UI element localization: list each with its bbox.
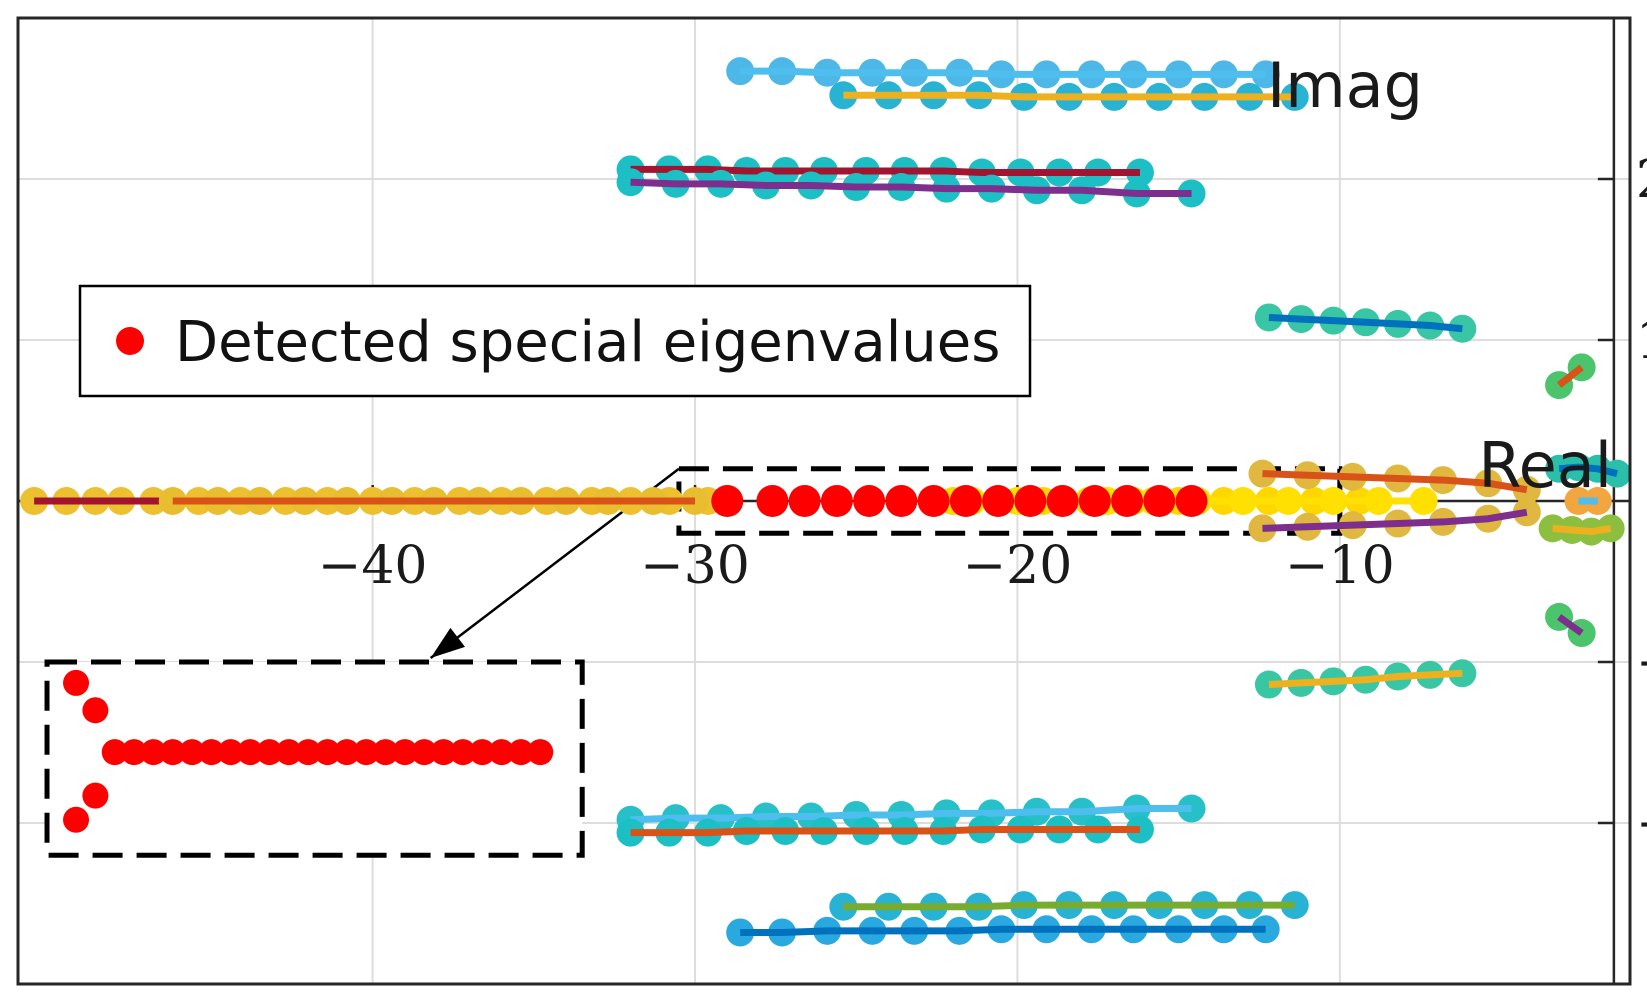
plot-frame <box>16 16 1632 986</box>
series-12 <box>616 815 1154 847</box>
special-eigenvalue-point <box>982 485 1015 517</box>
inset-point <box>63 669 90 696</box>
series-line <box>1558 463 1618 478</box>
series-19 <box>1248 459 1541 504</box>
series-13 <box>829 891 1309 921</box>
series-line <box>740 67 1266 78</box>
inset-point <box>179 739 206 766</box>
series-group <box>20 57 1632 947</box>
series-2 <box>829 81 1309 111</box>
x-axis-label: Real <box>1478 429 1612 502</box>
eigenvalue-point <box>1512 498 1541 527</box>
series-22 <box>711 485 1208 517</box>
series-8 <box>1538 514 1625 546</box>
special-eigenvalue-point <box>1078 485 1111 517</box>
inset-point <box>121 739 148 766</box>
x-tick-label: −40 <box>318 536 428 596</box>
special-eigenvalue-point <box>1143 485 1176 517</box>
series-line <box>630 165 1140 177</box>
series-line <box>843 901 1295 911</box>
special-eigenvalue-point <box>1046 485 1079 517</box>
series-line <box>843 91 1295 101</box>
series-9 <box>1545 602 1596 648</box>
inset-point <box>63 806 90 833</box>
inset-point <box>140 739 167 766</box>
inset-point <box>159 739 186 766</box>
y-tick-label: −100 <box>1636 633 1647 693</box>
inset-point <box>101 739 128 766</box>
x-tick-label: −20 <box>963 536 1073 596</box>
series-line <box>1262 508 1528 532</box>
x-tick-label: −10 <box>1285 536 1395 596</box>
inset-point <box>237 739 264 766</box>
special-eigenvalue-point <box>1014 485 1047 517</box>
inset-point <box>275 739 302 766</box>
inset-point <box>314 739 341 766</box>
inset-point <box>430 739 457 766</box>
series-line <box>1557 614 1584 636</box>
special-eigenvalue-point <box>756 485 789 517</box>
x-tick-label: −30 <box>640 536 750 596</box>
series-20 <box>1248 498 1541 543</box>
series-line <box>1268 669 1463 689</box>
tick-labels: −40 −30 −20 −10 200 100 −100 −200 <box>318 150 1647 854</box>
y-tick-label: −200 <box>1636 794 1647 854</box>
special-eigenvalue-point <box>820 485 853 517</box>
y-axis-label: Imag <box>1267 49 1423 122</box>
y-tick-label: 200 <box>1636 150 1647 210</box>
inset-point <box>469 739 496 766</box>
inset-point <box>449 739 476 766</box>
series-16 <box>158 487 710 515</box>
series-line <box>1262 470 1528 494</box>
inset-point <box>256 739 283 766</box>
series-line <box>1268 313 1463 333</box>
inset-point <box>372 739 399 766</box>
special-eigenvalue-point <box>711 485 744 517</box>
series-line <box>630 178 1192 197</box>
series-line <box>630 805 1192 824</box>
inset-point <box>527 739 554 766</box>
inset-point <box>333 739 360 766</box>
series-line <box>1552 524 1612 536</box>
special-eigenvalue-point <box>949 485 982 517</box>
series-21 <box>1564 487 1612 515</box>
special-eigenvalue-point <box>853 485 886 517</box>
y-tick-label: 100 <box>1636 311 1647 371</box>
inset-point <box>217 739 244 766</box>
series-10 <box>1254 659 1477 699</box>
series-4 <box>616 168 1206 208</box>
series-line <box>630 825 1140 837</box>
series-5 <box>1254 303 1477 343</box>
zoom-arrowhead <box>430 627 465 658</box>
special-eigenvalue-point <box>917 485 950 517</box>
inset-point <box>488 739 515 766</box>
legend-marker <box>116 327 144 355</box>
inset-point <box>507 739 534 766</box>
series-7 <box>1545 453 1632 488</box>
inset-point <box>82 697 109 724</box>
series-6 <box>1545 353 1596 400</box>
inset-point <box>411 739 438 766</box>
inset-point <box>391 739 418 766</box>
legend-box <box>78 284 1032 398</box>
legend: Detected special eigenvalues <box>78 284 1032 398</box>
series-line <box>1556 364 1584 388</box>
special-eigenvalue-point <box>885 485 918 517</box>
series-14 <box>726 915 1280 947</box>
legend-entry-detected: Detected special eigenvalues <box>175 310 1000 375</box>
special-eigenvalue-point <box>788 485 821 517</box>
inset-point <box>295 739 322 766</box>
special-eigenvalue-point <box>1175 485 1208 517</box>
inset-point <box>198 739 225 766</box>
zoom-inset <box>44 659 585 858</box>
special-eigenvalue-point <box>1111 485 1144 517</box>
inset-point <box>353 739 380 766</box>
inset-point <box>82 782 109 809</box>
series-1 <box>726 57 1280 89</box>
series-line <box>740 925 1266 936</box>
